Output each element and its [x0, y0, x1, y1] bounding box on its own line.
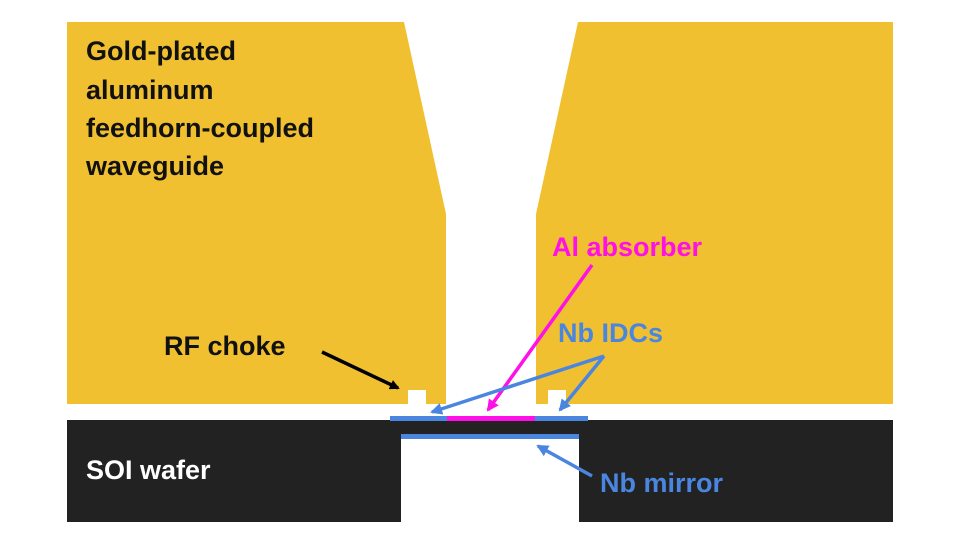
soi-wafer-right: [579, 420, 893, 522]
rf-choke-notch-right: [548, 390, 566, 404]
al-absorber-layer: [447, 416, 535, 421]
rf-choke-label: RF choke: [164, 331, 286, 361]
waveguide-label: Gold-plated aluminum feedhorn-coupled wa…: [85, 36, 314, 181]
waveguide-label-line-4: waveguide: [85, 151, 224, 181]
waveguide-left-block: [67, 22, 446, 404]
soi-wafer-label: SOI wafer: [86, 455, 211, 485]
nb-mirror-label: Nb mirror: [600, 468, 724, 498]
nb-mirror-arrow: [536, 444, 593, 478]
nb-mirror-layer: [401, 434, 579, 439]
waveguide-label-line-3: feedhorn-coupled: [86, 113, 314, 143]
soi-wafer-bridge: [401, 420, 579, 434]
al-absorber-label: Al absorber: [552, 232, 703, 262]
al-absorber-arrow: [486, 263, 594, 412]
nb-idcs-label: Nb IDCs: [558, 318, 663, 348]
nb-idcs-arrow-left: [430, 354, 605, 415]
waveguide-right-block: [536, 22, 893, 404]
rf-choke-notch-left: [408, 390, 426, 404]
rf-choke-arrow: [321, 350, 400, 390]
waveguide-label-line-1: Gold-plated: [86, 36, 236, 66]
waveguide-label-line-2: aluminum: [86, 75, 214, 105]
soi-wafer-left: [67, 420, 401, 522]
nb-idcs-arrow-right: [558, 354, 606, 412]
